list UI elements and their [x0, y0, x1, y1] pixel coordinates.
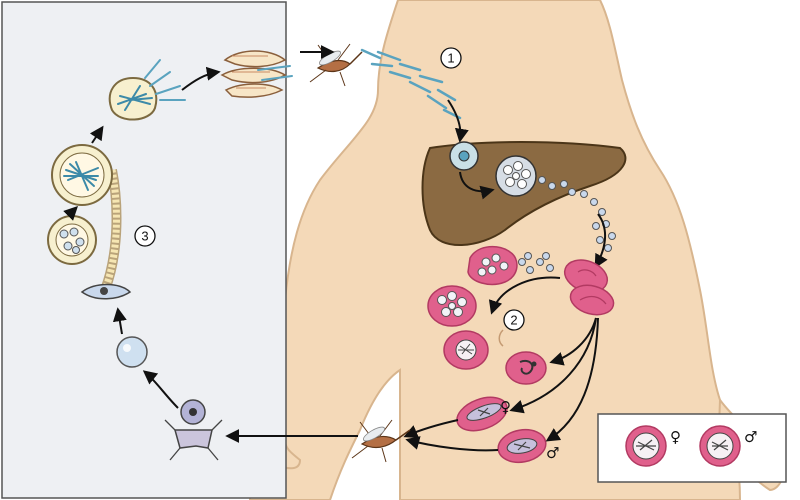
arrow-sporozoites-to-liver [447, 99, 469, 143]
inset-female-gametocyte [625, 425, 667, 467]
blood-trophozoite [443, 330, 489, 370]
stage-2-label: 2 [510, 313, 517, 328]
arrow-zygote-to-ookinete [112, 307, 127, 335]
arrow-hepatocyte-to-schizont [459, 171, 495, 200]
arrow-liver-to-blood [594, 213, 608, 269]
arrow-rupture-to-gland [181, 66, 221, 91]
mosquito-biting-bottom [351, 419, 411, 463]
female-gametocyte [456, 396, 508, 432]
male-gametocyte [497, 428, 547, 464]
ookinete [80, 283, 132, 300]
inset-male-symbol: ♂ [744, 428, 757, 446]
oocyst-rupturing [108, 59, 186, 121]
arrow-oocyst-to-mature [63, 206, 78, 221]
arrow-female-to-mosquito [403, 419, 459, 439]
salivary-gland [220, 50, 293, 98]
arrow-invaded-to-branch [549, 317, 597, 366]
oocyst-mature [51, 144, 113, 206]
stage-1-label: 1 [447, 51, 454, 66]
liver-merozoites [538, 176, 616, 252]
arrow-mature-to-rupture [89, 125, 104, 144]
stage-1-marker [440, 47, 462, 69]
blood-ring-stage [505, 351, 547, 385]
zygote [116, 336, 148, 368]
rupturing-schizont [467, 245, 554, 286]
red-blood-cell-invaded [569, 284, 615, 316]
arrow-branch-to-male [545, 317, 599, 442]
human-navel [498, 329, 504, 347]
stage-3-label: 3 [141, 229, 148, 244]
oocyst-early [47, 215, 97, 265]
inset-male-gametocyte [699, 425, 741, 467]
gametes-in-mosquito [164, 399, 223, 461]
mosquito-midgut-cells [101, 169, 120, 292]
arrow-gamete-to-zygote [142, 370, 179, 409]
liver-schizont [495, 155, 537, 197]
female-symbol: ♀ [500, 398, 511, 416]
arrow-male-to-mosquito [405, 436, 499, 452]
mosquito-biting-top [309, 43, 363, 87]
arrow-branch-to-female [509, 317, 597, 414]
stage-2-marker [503, 309, 525, 331]
arrow-merozoites-to-schizont-cycle [488, 276, 561, 315]
stage-3-marker [134, 225, 156, 247]
sporozoites-in-blood [360, 48, 462, 120]
blood-schizont [427, 285, 477, 327]
infected-hepatocyte [449, 141, 479, 171]
male-symbol: ♂ [546, 444, 559, 462]
inset-female-symbol: ♀ [670, 428, 681, 446]
